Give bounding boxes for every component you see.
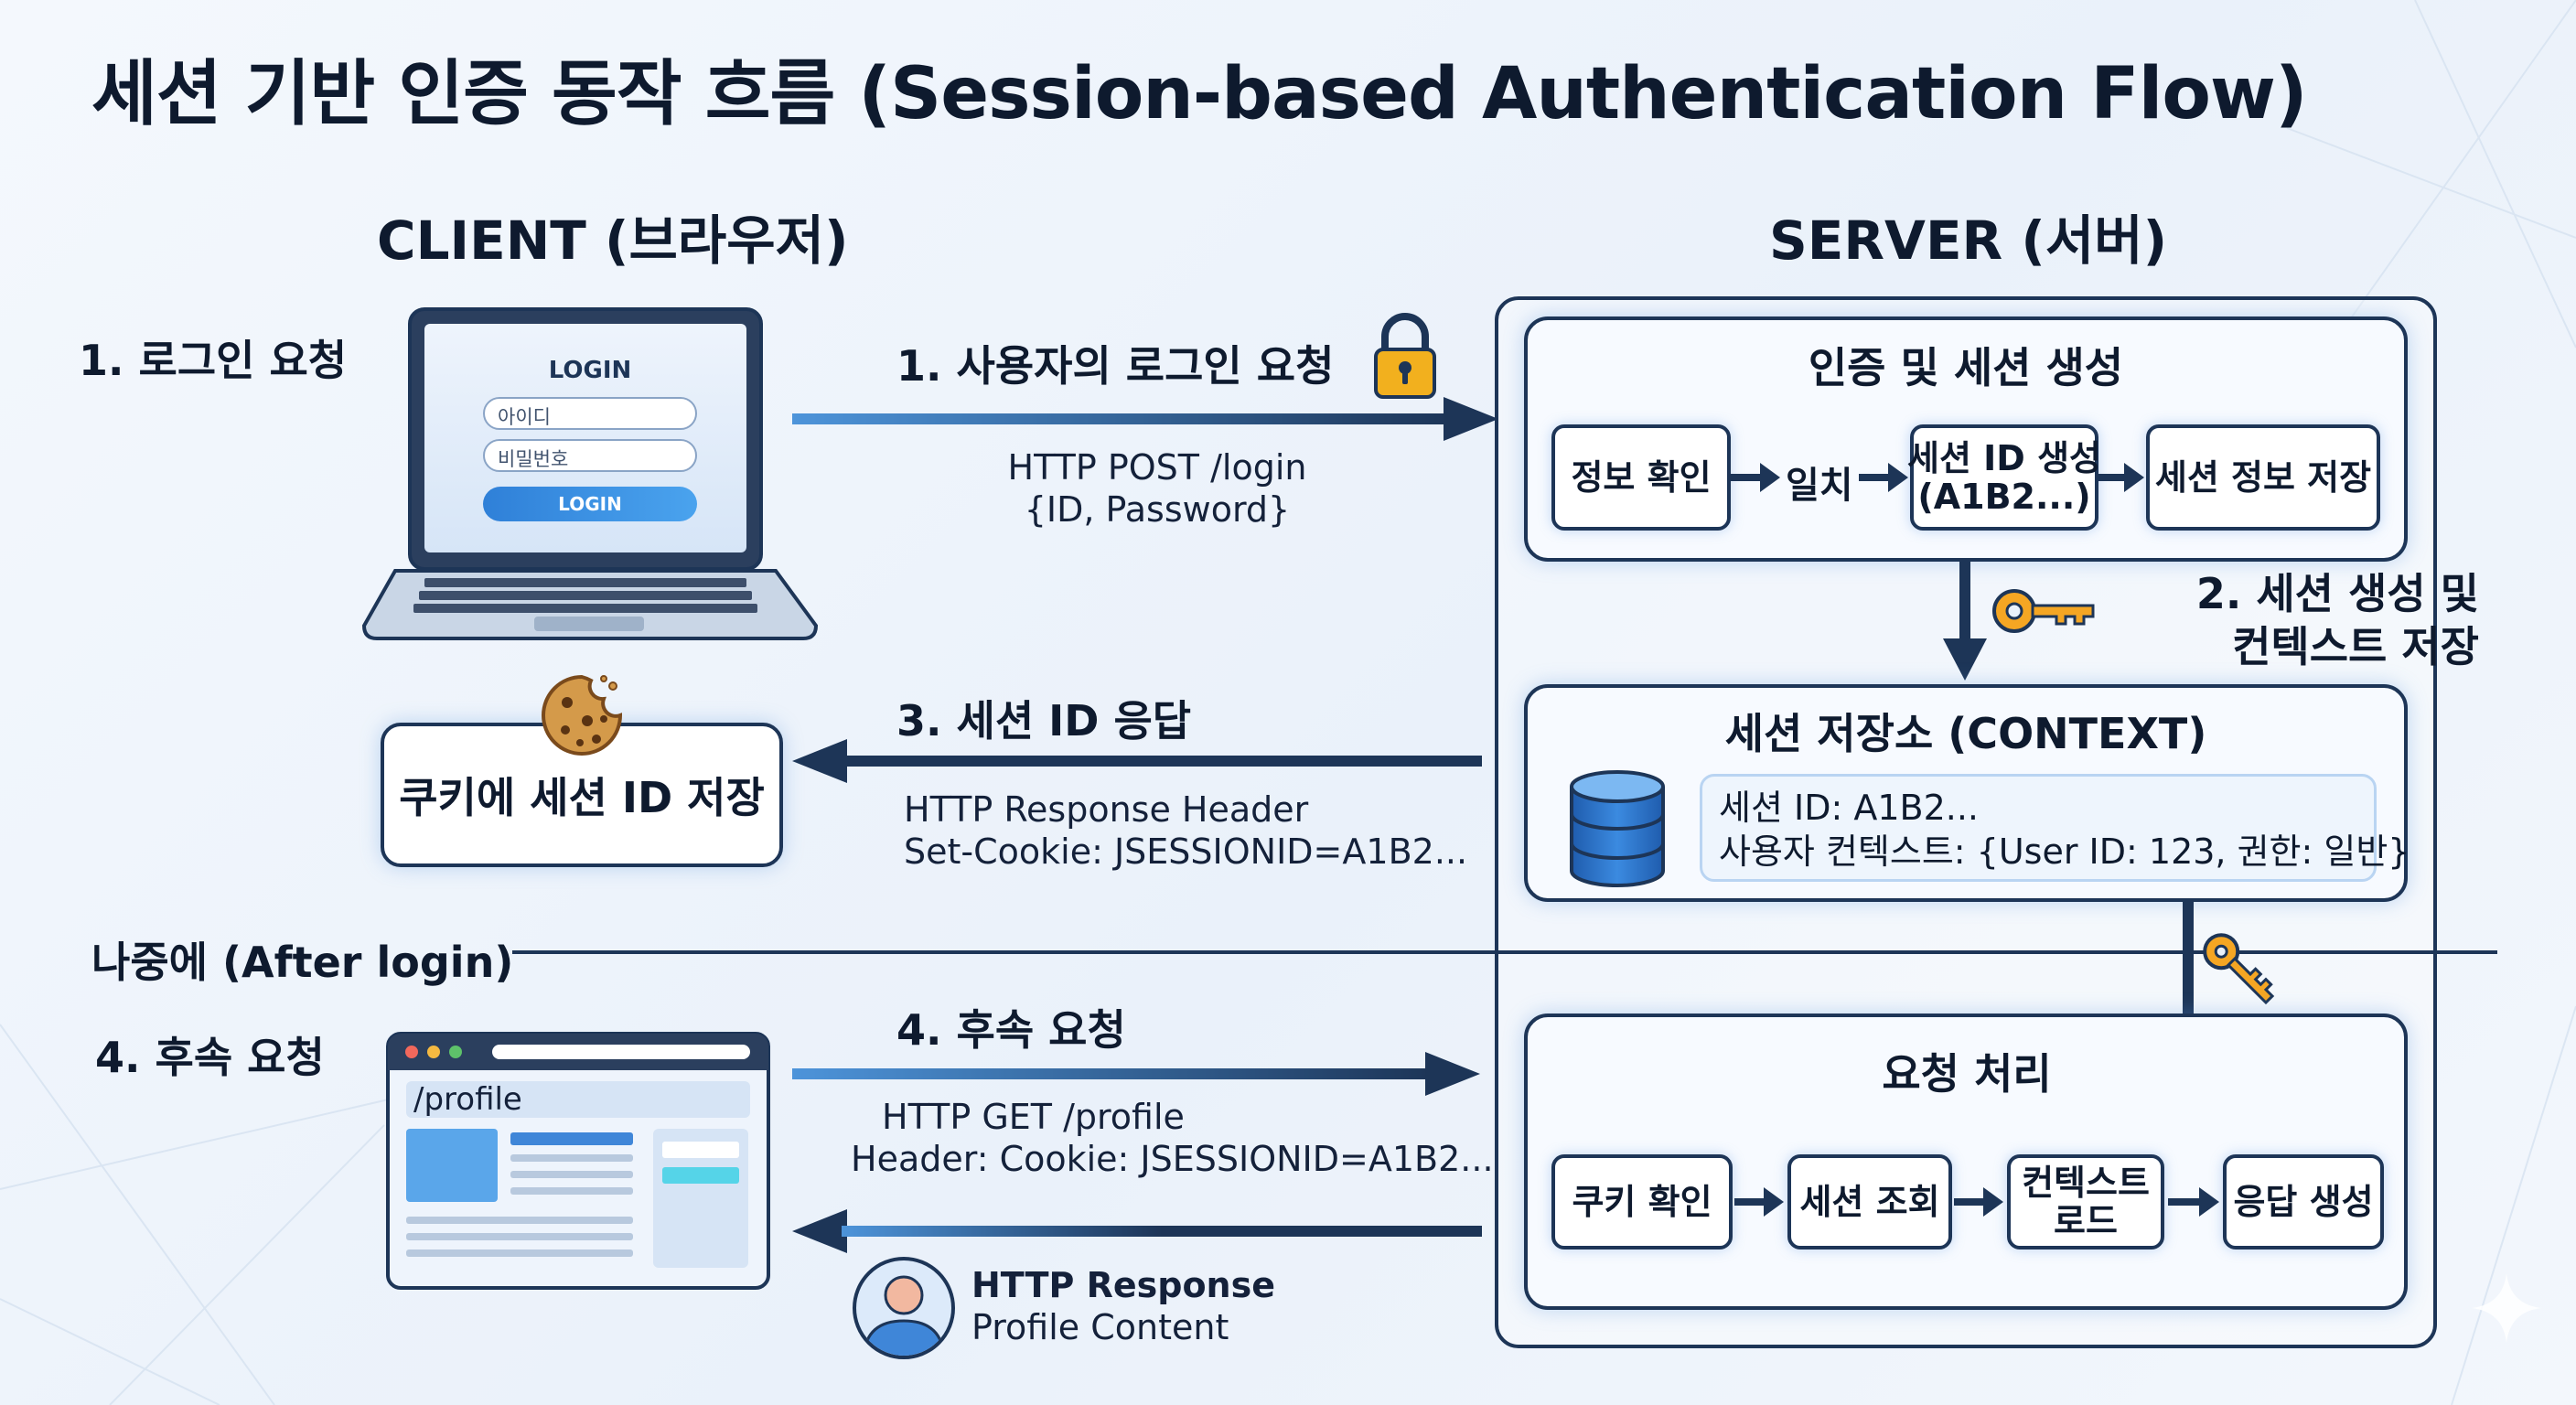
flow-arrow-icon (2168, 1187, 2219, 1217)
arrow3-title: 3. 세션 ID 응답 (896, 696, 1192, 745)
browser-window-icon (386, 1032, 770, 1290)
step2-label: 2. 세션 생성 및 컨텍스트 저장 (2195, 569, 2479, 671)
lookup-session-box: 세션 조회 (1787, 1154, 1952, 1249)
session-id-response-arrow (792, 739, 1482, 783)
flow-arrow-icon (1954, 1187, 2003, 1217)
check-cookie-box: 쿠키 확인 (1551, 1154, 1733, 1249)
load-context-box: 컨텍스트 로드 (2007, 1154, 2164, 1249)
login-heading: LOGIN (548, 357, 632, 384)
flow-arrow-icon (1731, 463, 1780, 492)
arrow1-line2: {ID, Password} (1024, 489, 1291, 530)
key-icon (2203, 933, 2275, 1005)
arrow3-line2: Set-Cookie: JSESSIONID=A1B2... (904, 831, 1468, 872)
login-password-input[interactable]: 비밀번호 (483, 439, 697, 472)
cookie-icon (542, 674, 623, 756)
match-label: 일치 (1786, 465, 1853, 507)
login-id-input[interactable]: 아이디 (483, 397, 697, 430)
step-label-subsequent-request: 4. 후속 요청 (95, 1033, 325, 1082)
step-label-login-request: 1. 로그인 요청 (79, 336, 348, 385)
key-icon (1992, 589, 2095, 633)
flow-arrow-icon (1734, 1187, 1784, 1217)
after-login-label: 나중에 (After login) (91, 938, 514, 987)
arrow5-line1: HTTP Response (971, 1265, 1275, 1305)
session-id-text: 세션 ID: A1B2... (1719, 788, 1980, 828)
sparkle-icon (2472, 1273, 2541, 1343)
save-session-info-box: 세션 정보 저장 (2146, 424, 2380, 531)
arrow5-line2: Profile Content (971, 1307, 1229, 1347)
browser-url-path: /profile (413, 1081, 522, 1118)
user-avatar-icon (853, 1257, 955, 1359)
after-login-divider (512, 950, 2497, 954)
lock-icon (1374, 313, 1436, 399)
flow-arrow-icon (1859, 463, 1908, 492)
arrow4-line2: Header: Cookie: JSESSIONID=A1B2... (851, 1139, 1494, 1179)
verify-info-box: 정보 확인 (1551, 424, 1731, 531)
arrow4-title: 4. 후속 요청 (896, 1005, 1126, 1055)
login-button[interactable]: LOGIN (483, 487, 697, 521)
server-header: SERVER (서버) (1769, 209, 2168, 272)
flow-arrow-icon (2098, 463, 2144, 492)
session-store-down-arrow (1943, 562, 1987, 681)
subsequent-request-arrow (792, 1052, 1480, 1096)
login-request-arrow (792, 397, 1498, 441)
laptop-icon (361, 307, 819, 640)
generate-response-box: 응답 생성 (2223, 1154, 2384, 1249)
user-context-text: 사용자 컨텍스트: {User ID: 123, 권한: 일반} (1719, 831, 2410, 872)
context-panel-title: 세션 저장소 (CONTEXT) (1724, 709, 2207, 758)
profile-response-arrow (792, 1209, 1482, 1253)
auth-panel-title: 인증 및 세션 생성 (1808, 343, 2124, 392)
arrow4-line1: HTTP GET /profile (882, 1097, 1185, 1137)
arrow3-line1: HTTP Response Header (904, 789, 1309, 830)
page-title: 세션 기반 인증 동작 흐름 (Session-based Authentica… (91, 53, 2308, 135)
arrow1-line1: HTTP POST /login (1007, 447, 1307, 488)
session-info-box: 세션 ID: A1B2... 사용자 컨텍스트: {User ID: 123, … (1700, 774, 2410, 882)
client-header: CLIENT (브라우저) (377, 209, 849, 272)
create-session-id-box: 세션 ID 생성 (A1B2...) (1907, 424, 2101, 531)
arrow1-title: 1. 사용자의 로그인 요청 (896, 341, 1335, 391)
request-panel-title: 요청 처리 (1882, 1049, 2052, 1099)
database-icon (1570, 770, 1665, 887)
